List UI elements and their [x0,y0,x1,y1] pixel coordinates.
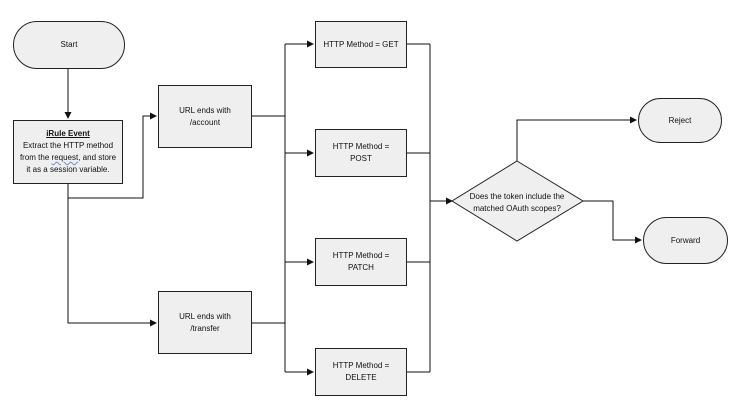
irule-event-line2-link: request [51,153,79,162]
url-transfer-label: URL ends with /transfer [179,311,231,333]
method-patch-label: HTTP Method = PATCH [332,251,390,272]
forward-node: Forward [643,217,728,264]
irule-event-line1: Extract the HTTP method [22,141,114,150]
irule-event-line2-after: , and store [78,153,117,162]
reject-label: Reject [668,115,692,125]
method-delete-node: HTTP Method = DELETE [315,348,407,396]
irule-event-node: iRule Event Extract the HTTP method from… [13,120,123,184]
method-post-label: HTTP Method = POST [332,142,390,163]
irule-event-line3: it as a session variable. [26,165,110,174]
method-patch-node: HTTP Method = PATCH [315,238,407,286]
decision-label: Does the token include the matched OAuth… [469,192,565,213]
start-node: Start [13,21,125,69]
url-transfer-node: URL ends with /transfer [158,291,252,354]
irule-event-line2-before: from the [19,153,52,162]
forward-label: Forward [670,235,701,245]
method-get-label: HTTP Method = GET [323,39,399,49]
method-get-node: HTTP Method = GET [315,21,407,68]
connector-decision-to-forward [583,200,642,244]
connector-event-to-account [67,112,157,199]
start-label: Start [60,40,78,50]
connector-event-to-transfer [67,198,157,327]
method-post-node: HTTP Method = POST [315,129,407,177]
reject-node: Reject [638,98,722,143]
url-account-label: URL ends with /account [179,105,231,127]
method-delete-label: HTTP Method = DELETE [332,361,390,382]
connector-decision-to-reject [516,116,637,161]
decision-diamond [451,160,584,242]
url-account-node: URL ends with /account [158,85,252,148]
irule-event-title: iRule Event [46,129,90,138]
